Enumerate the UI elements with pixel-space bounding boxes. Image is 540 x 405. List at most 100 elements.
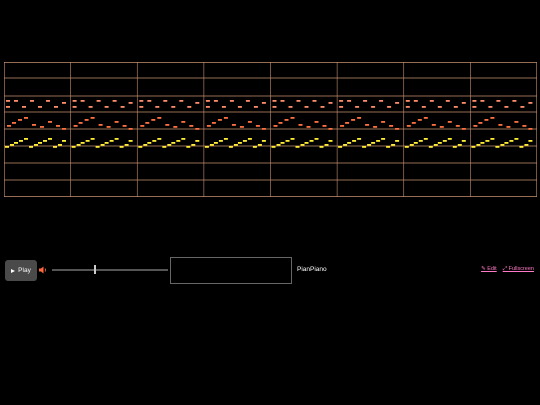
note (290, 138, 295, 140)
piano-roll-canvas[interactable] (4, 62, 537, 197)
note (179, 100, 184, 102)
note (295, 146, 300, 148)
note (404, 146, 409, 148)
note (480, 100, 485, 102)
instrument-label: PianPiano (297, 266, 327, 273)
note (285, 140, 290, 142)
note (54, 106, 58, 108)
note (143, 144, 148, 146)
note (495, 146, 500, 148)
note (18, 119, 22, 121)
play-button[interactable]: Play (5, 260, 37, 281)
note (229, 100, 234, 102)
note (514, 138, 519, 140)
note (73, 125, 78, 127)
note (376, 140, 381, 142)
note (452, 146, 457, 148)
note (306, 126, 311, 128)
note (437, 142, 442, 144)
note (6, 106, 10, 108)
note (7, 125, 11, 127)
note (472, 100, 477, 102)
note (114, 138, 119, 140)
note (205, 106, 210, 108)
note (347, 100, 352, 102)
note (524, 144, 529, 146)
note (478, 122, 483, 124)
note (357, 117, 362, 119)
fullscreen-link[interactable]: ⤢ Fullscreen (502, 266, 534, 272)
note (5, 146, 9, 148)
note (140, 125, 145, 127)
note (56, 125, 60, 127)
speaker-icon[interactable] (39, 266, 48, 274)
note (423, 117, 428, 119)
note (163, 100, 168, 102)
note (343, 144, 348, 146)
volume-slider[interactable] (52, 265, 168, 275)
note (162, 146, 167, 148)
note (76, 144, 81, 146)
note (500, 144, 505, 146)
note (288, 106, 293, 108)
note (273, 125, 278, 127)
note (373, 126, 378, 128)
note (58, 144, 62, 146)
note (528, 128, 533, 130)
note (340, 125, 345, 127)
note (480, 142, 485, 144)
note (496, 100, 501, 102)
piano-roll[interactable] (4, 62, 537, 197)
note (62, 140, 66, 142)
note (128, 140, 133, 142)
note (362, 146, 367, 148)
note (367, 144, 372, 146)
note (504, 142, 509, 144)
note (421, 106, 426, 108)
note (38, 106, 42, 108)
note (345, 122, 350, 124)
note (40, 126, 44, 128)
note (347, 142, 352, 144)
note (147, 100, 152, 102)
note (528, 140, 533, 142)
note (217, 119, 222, 121)
note (29, 146, 33, 148)
note (261, 140, 266, 142)
note (471, 146, 476, 148)
note (72, 100, 77, 102)
note (187, 106, 192, 108)
note (429, 100, 434, 102)
note (223, 117, 228, 119)
note (22, 106, 26, 108)
note (109, 140, 114, 142)
note (381, 138, 386, 140)
note (506, 126, 511, 128)
note (171, 142, 176, 144)
note (155, 106, 160, 108)
note (389, 125, 394, 127)
note (484, 119, 489, 121)
note (128, 128, 133, 130)
note (231, 124, 236, 126)
note (520, 106, 525, 108)
note (322, 125, 327, 127)
note (473, 125, 478, 127)
note (371, 142, 376, 144)
note (221, 106, 226, 108)
note (124, 144, 129, 146)
note (206, 125, 211, 127)
note (247, 121, 252, 123)
note (88, 106, 93, 108)
note (363, 100, 368, 102)
play-label: Play (18, 267, 31, 274)
note (173, 126, 178, 128)
note (237, 142, 242, 144)
note (461, 140, 466, 142)
note (145, 122, 150, 124)
edit-link[interactable]: ✎ Edit (481, 266, 497, 272)
note (514, 121, 519, 123)
note (276, 144, 281, 146)
volume-thumb[interactable] (94, 265, 96, 274)
note (304, 106, 309, 108)
